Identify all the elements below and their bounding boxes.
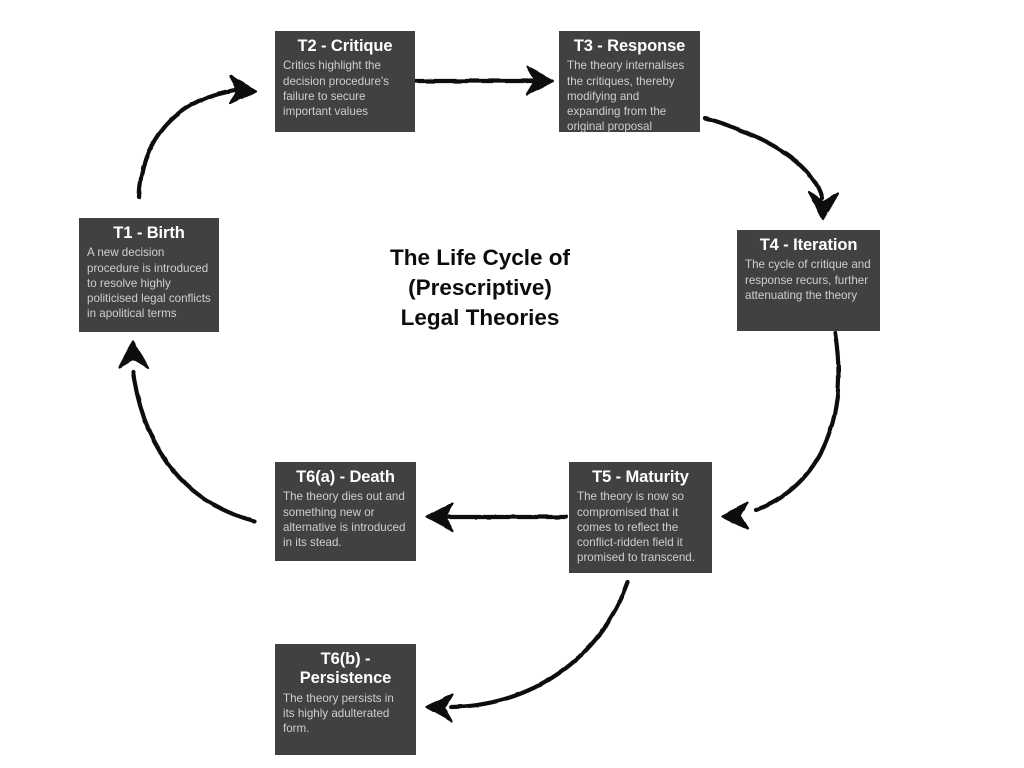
node-t6b-body: The theory persists in its highly adulte… [283,691,394,736]
diagram-title-line-1: The Life Cycle of [389,245,571,270]
node-t4-title: T4 - Iteration [759,236,858,254]
arrow-t6a-to-t1 [117,339,258,524]
diagram-title-line-3: Legal Theories [400,304,560,330]
diagram-title: The Life Cycle of (Prescriptive) Legal T… [330,243,630,333]
arrow-t4-to-t5 [720,330,841,531]
node-t2-body: Critics highlight the decision procedure… [283,59,389,118]
node-t3-title: T3 - Response [573,37,686,55]
node-t1-birth[interactable]: T1 - Birth A new decision procedure is i… [79,218,219,332]
node-t1-title: T1 - Birth [113,224,185,242]
node-t5-title: T5 - Maturity [592,468,689,486]
arrow-t5-to-t6b [425,579,631,723]
node-t2-title: T2 - Critique [297,37,393,55]
node-t5-maturity[interactable]: T5 - Maturity The theory is now so compr… [569,462,712,573]
node-t2-critique[interactable]: T2 - Critique Critics highlight the deci… [275,31,415,132]
node-t5-body: The theory is now so compromised that it… [577,490,695,564]
arrow-t2-to-t3 [413,65,555,96]
node-t1-body: A new decision procedure is introduced t… [87,246,211,320]
arrow-t1-to-t2 [136,74,258,200]
arrow-t5-to-t6a [425,501,569,533]
node-t3-body: The theory internalises the critiques, t… [567,59,685,133]
node-t6a-title: T6(a) - Death [296,468,395,486]
node-t4-body: The cycle of critique and response recur… [745,258,871,302]
node-t6b-title: T6(b) - Persistence [299,650,392,688]
node-t6a-body: The theory dies out and something new or… [283,490,406,549]
node-t6b-persistence[interactable]: T6(b) - Persistence The theory persists … [275,644,416,755]
node-t3-response[interactable]: T3 - Response The theory internalises th… [559,31,700,133]
node-t6a-death[interactable]: T6(a) - Death The theory dies out and so… [275,462,416,561]
diagram-title-line-2: (Prescriptive) [408,274,552,300]
arrow-t3-to-t4 [702,115,840,221]
node-t4-iteration[interactable]: T4 - Iteration The cycle of critique and… [737,230,880,331]
